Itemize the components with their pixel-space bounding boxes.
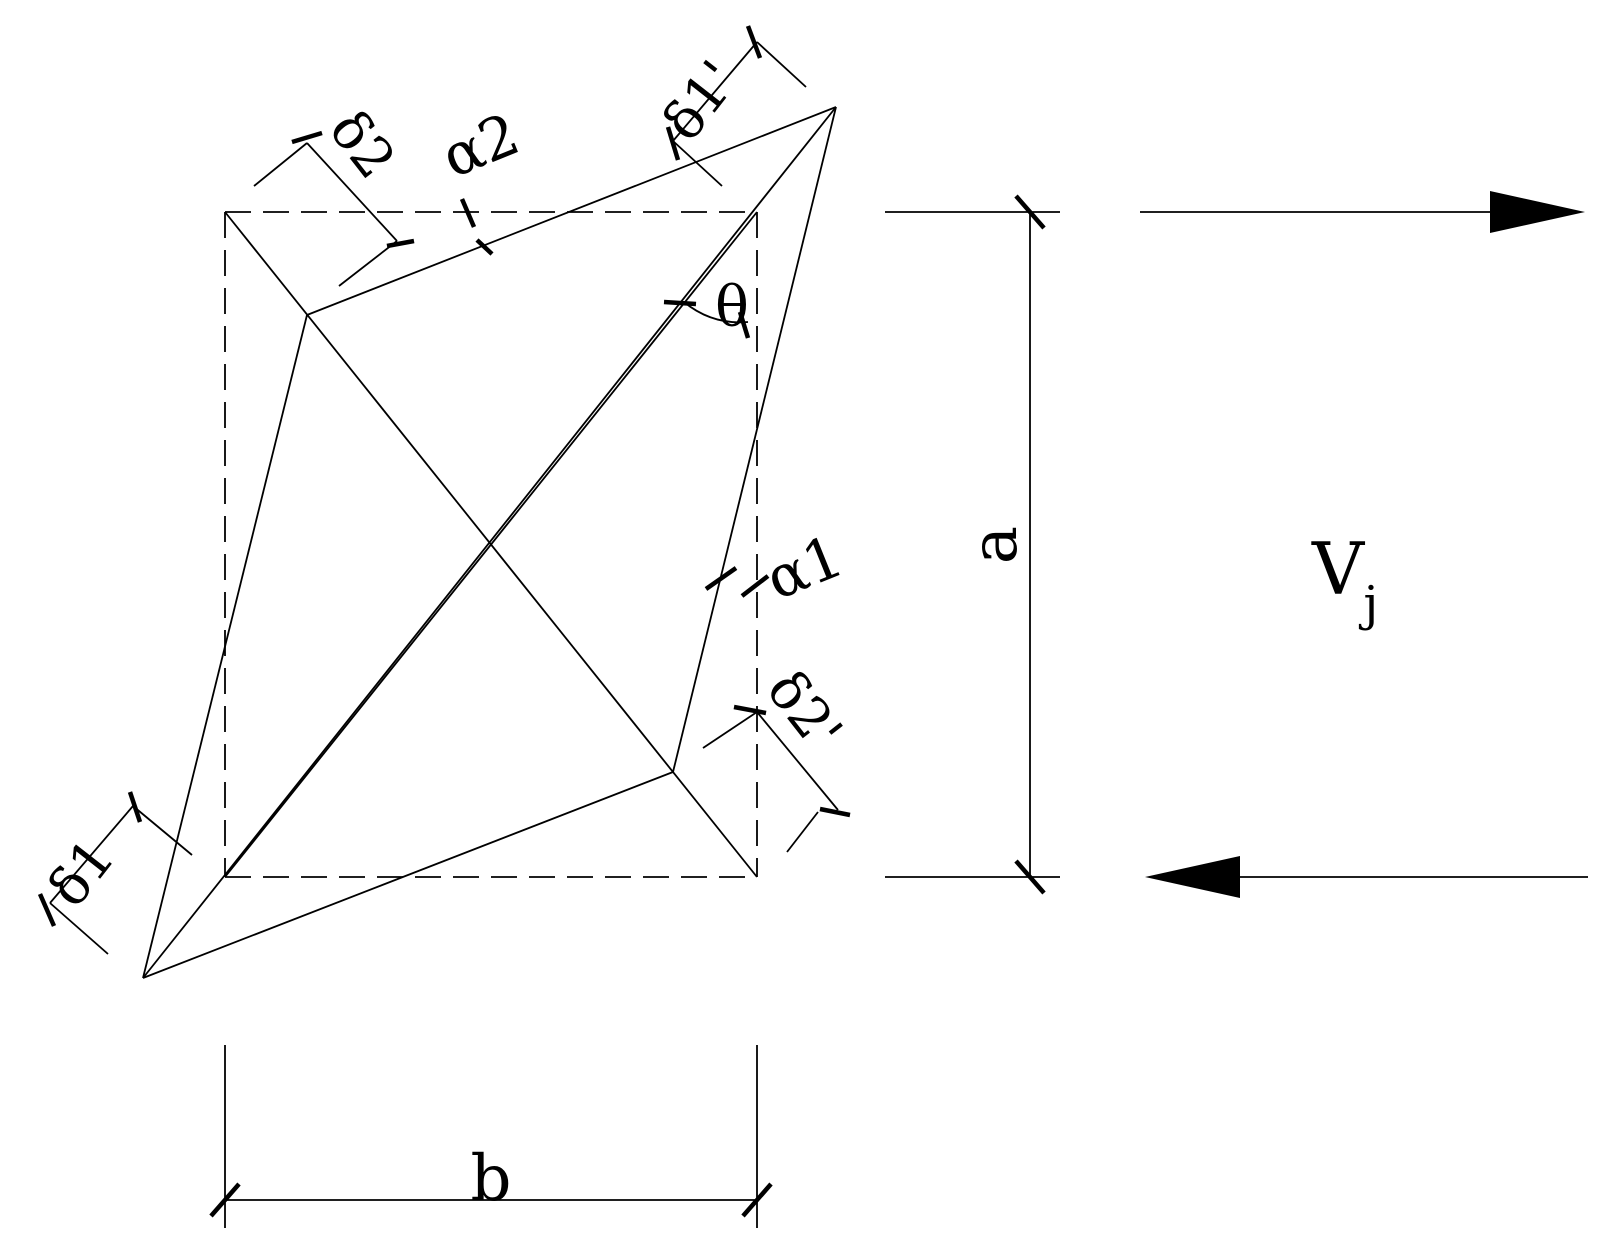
label-theta: θ xyxy=(715,275,749,340)
ext-delta1p-b xyxy=(672,140,723,187)
ext-delta2-b xyxy=(338,240,398,287)
label-delta1: δ1 xyxy=(36,827,127,918)
top-shear-arrowhead xyxy=(1490,191,1585,233)
ext-delta2p-a xyxy=(702,711,758,749)
label-v: V xyxy=(1311,527,1366,611)
ext-delta1-dim xyxy=(49,805,134,904)
delta2-tick-b xyxy=(386,238,415,249)
dimension-b-left-tick xyxy=(209,1182,241,1218)
delta2-tick-a xyxy=(291,130,323,145)
alpha1-tick-left xyxy=(704,566,738,591)
main-diagonal xyxy=(224,211,758,878)
delta1-tick-b xyxy=(37,893,57,927)
label-delta2: δ2 xyxy=(317,99,408,190)
delta1-tick-a xyxy=(127,791,143,823)
alpha2-tick-top xyxy=(459,198,477,228)
ext-delta2-a xyxy=(253,142,308,187)
ext-delta2p-dim xyxy=(756,711,839,811)
dimension-a-top-tick xyxy=(1014,194,1046,230)
ext-delta1p-dim xyxy=(672,41,758,142)
outer-bottom-edge xyxy=(142,771,674,979)
deformed-panel xyxy=(142,106,837,979)
extension-lines xyxy=(49,41,1060,1228)
ext-delta2p-b xyxy=(786,811,819,853)
ext-delta1-b xyxy=(49,902,109,955)
label-a: a xyxy=(958,526,1032,564)
label-delta2-prime: δ2' xyxy=(755,659,855,762)
label-delta1-prime: δ1' xyxy=(650,49,750,152)
ext-delta2-dim xyxy=(306,142,398,242)
alpha1-tick-right xyxy=(740,574,770,598)
delta1p-tick-b xyxy=(665,126,681,161)
undeformed-panel xyxy=(224,211,758,878)
dimension-a-bottom-tick xyxy=(1014,859,1046,895)
delta2p-tick-b xyxy=(819,806,851,818)
alpha2-tick-bottom xyxy=(475,238,494,256)
label-v-subscript: j xyxy=(1359,576,1379,632)
outer-left-edge xyxy=(142,314,308,979)
dimension-b-right-tick xyxy=(741,1182,773,1218)
outer-upper-edge xyxy=(306,106,837,316)
theta-tick-right xyxy=(737,311,751,339)
delta2p-tick-a xyxy=(733,704,767,716)
outer-right-edge xyxy=(672,106,837,773)
shear-arrows xyxy=(1140,191,1588,898)
bottom-shear-arrowhead xyxy=(1145,856,1240,898)
delta1p-tick-a xyxy=(745,25,763,59)
ext-delta1p-a xyxy=(756,41,807,88)
dimension-lines xyxy=(209,194,1046,1218)
ext-delta1-a xyxy=(132,805,193,856)
theta-tick-left xyxy=(663,299,697,307)
label-alpha2: α2 xyxy=(433,100,529,192)
angle-markers xyxy=(37,25,851,927)
label-alpha1: α1 xyxy=(757,522,853,614)
label-b: b xyxy=(471,1142,512,1216)
